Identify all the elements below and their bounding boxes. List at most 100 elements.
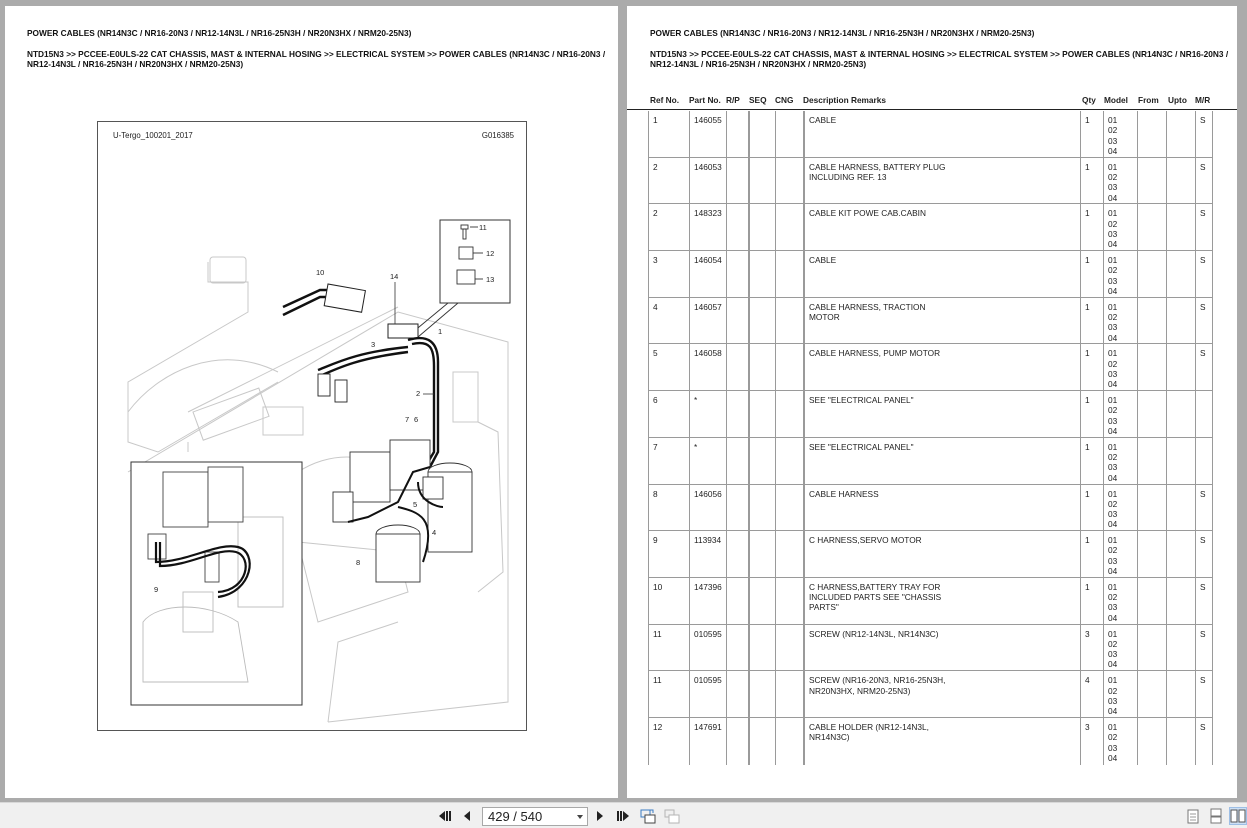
callout-7: 7 [405,415,409,424]
qty: 4 [1080,671,1103,717]
model: 01 02 03 04 [1103,671,1137,717]
seq-cell [748,251,775,297]
single-page-view-button[interactable] [1185,807,1201,825]
table-row: 1 146055 CABLE 1 01 02 03 04 S [648,111,1213,158]
rp-cell [726,624,748,671]
ref-no: 6 [648,391,689,437]
part-no: 146053 [689,157,726,204]
row-end-border [1212,297,1213,344]
part-no: 010595 [689,624,726,671]
upto-cell [1166,671,1195,717]
rp-cell [726,717,748,765]
rp-cell [726,204,748,251]
model: 01 02 03 04 [1103,251,1137,297]
cng-cell [775,297,803,344]
row-end-border [1212,577,1213,624]
last-page-button[interactable] [615,807,631,825]
header-description: Description Remarks [803,95,887,105]
ref-no: 10 [648,577,689,624]
mr: S [1195,251,1212,297]
table-row: 2 146053 CABLE HARNESS, BATTERY PLUG INC… [648,157,1213,205]
seq-cell [748,204,775,251]
parts-table-header: Ref No. Part No. R/P SEQ CNG Description… [627,92,1237,110]
qty: 1 [1080,484,1103,531]
continuous-view-button[interactable] [1208,807,1224,825]
callout-4: 4 [432,528,436,537]
parts-table-body: 1 146055 CABLE 1 01 02 03 04 S 2 146053 … [648,111,1213,765]
next-page-button[interactable] [594,807,606,825]
row-end-border [1212,391,1213,437]
callout-6: 6 [414,415,418,424]
callout-8: 8 [356,558,360,567]
seq-cell [748,157,775,204]
row-end-border [1212,624,1213,671]
rp-cell [726,484,748,531]
previous-page-button[interactable] [461,807,473,825]
dropdown-arrow-icon [577,815,583,819]
header-seq: SEQ [749,95,767,105]
header-rp: R/P [726,95,740,105]
model: 01 02 03 04 [1103,531,1137,577]
previous-page-icon [464,811,470,821]
model: 01 02 03 04 [1103,204,1137,251]
upto-cell [1166,531,1195,577]
page-number-select[interactable]: 429 / 540 [482,807,588,826]
rp-cell [726,531,748,577]
first-page-button[interactable] [437,807,453,825]
model: 01 02 03 04 [1103,437,1137,484]
callout-14: 14 [390,272,398,281]
from-cell [1137,111,1166,157]
header-qty: Qty [1082,95,1096,105]
table-row: 2 148323 CABLE KIT POWE CAB.CABIN 1 01 0… [648,204,1213,252]
cng-cell [775,577,803,624]
part-no: 147396 [689,577,726,624]
diagram-figure-id: G016385 [481,131,514,140]
qty: 1 [1080,204,1103,251]
from-cell [1137,577,1166,624]
model: 01 02 03 04 [1103,577,1137,624]
description: SEE "ELECTRICAL PANEL" [803,391,1080,437]
description: CABLE HOLDER (NR12-14N3L, NR14N3C) [803,717,1080,765]
from-cell [1137,484,1166,531]
rp-cell [726,157,748,204]
next-view-button[interactable] [663,807,681,825]
seq-cell [748,297,775,344]
seq-cell [748,624,775,671]
callout-13: 13 [486,275,494,284]
mr: S [1195,157,1212,204]
rp-cell [726,344,748,391]
page-indicator: 429 / 540 [488,809,543,824]
rp-cell [726,111,748,157]
previous-view-button[interactable] [639,807,657,825]
parts-diagram: U-Tergo_100201_2017 G016385 [97,121,527,731]
row-end-border [1212,671,1213,717]
mr: S [1195,577,1212,624]
upto-cell [1166,297,1195,344]
two-page-view-button[interactable] [1229,807,1247,825]
from-cell [1137,297,1166,344]
cng-cell [775,717,803,765]
ref-no: 4 [648,297,689,344]
model: 01 02 03 04 [1103,717,1137,765]
cng-cell [775,157,803,204]
from-cell [1137,671,1166,717]
ref-no: 7 [648,437,689,484]
qty: 1 [1080,111,1103,157]
breadcrumb: NTD15N3 >> PCCEE-E0ULS-22 CAT CHASSIS, M… [650,49,1229,70]
rp-cell [726,671,748,717]
qty: 3 [1080,717,1103,765]
row-end-border [1212,717,1213,765]
model: 01 02 03 04 [1103,624,1137,671]
page-title: POWER CABLES (NR14N3C / NR16-20N3 / NR12… [27,28,412,38]
ref-no: 2 [648,204,689,251]
table-row: 6 * SEE "ELECTRICAL PANEL" 1 01 02 03 04 [648,391,1213,438]
diagram-source-label: U-Tergo_100201_2017 [113,131,193,140]
model: 01 02 03 04 [1103,157,1137,204]
description: CABLE HARNESS [803,484,1080,531]
last-page-icon [617,811,629,821]
mr: S [1195,624,1212,671]
mr: S [1195,484,1212,531]
part-no: * [689,391,726,437]
ref-no: 3 [648,251,689,297]
header-from: From [1138,95,1159,105]
